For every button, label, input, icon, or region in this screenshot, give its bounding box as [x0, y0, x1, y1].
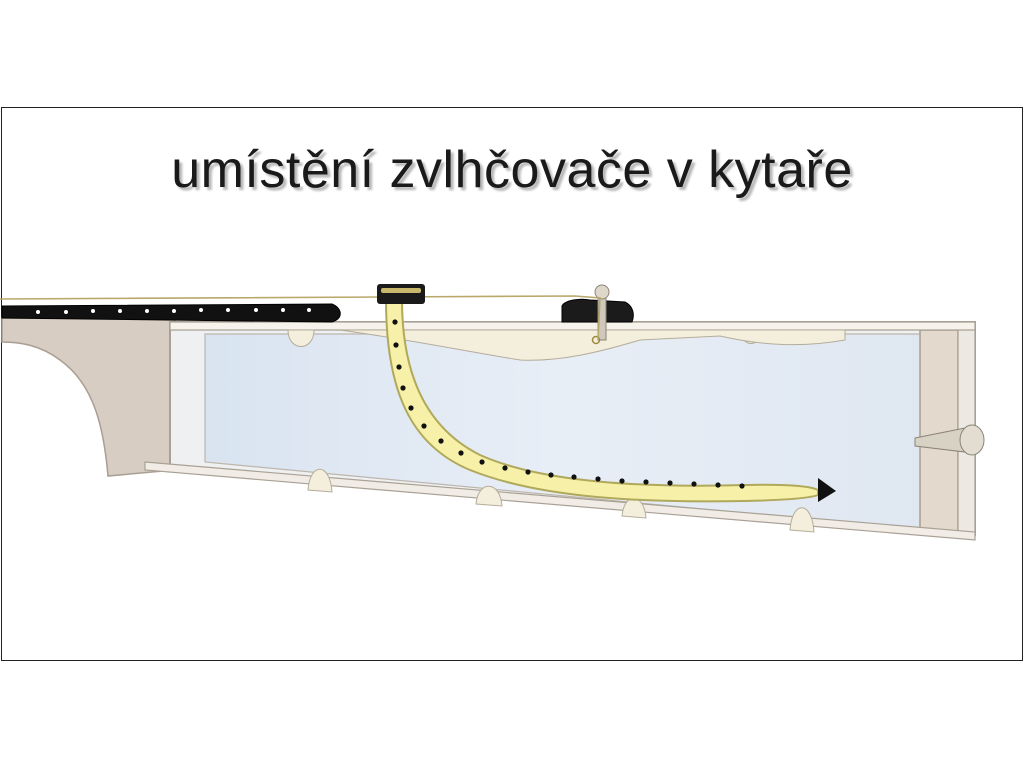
humidifier-hole	[739, 483, 745, 489]
fret-dot	[281, 308, 285, 312]
humidifier-hole	[619, 478, 625, 484]
humidifier-hole	[691, 481, 697, 487]
fret-dot	[226, 308, 230, 312]
guitar-string	[0, 295, 601, 341]
bridge-pin	[591, 284, 610, 345]
humidifier-hole	[393, 342, 399, 348]
humidifier-hole	[525, 469, 531, 475]
fret-dot	[172, 309, 176, 313]
soundboard	[169, 321, 976, 331]
fret-dot	[145, 309, 149, 313]
back-plate	[144, 461, 976, 541]
fret-dot	[64, 310, 68, 314]
humidifier-hole	[408, 405, 414, 411]
fret-markers	[36, 308, 311, 314]
fret-dot	[199, 308, 203, 312]
humidifier-hole	[479, 459, 485, 465]
fret-dot	[36, 310, 40, 314]
humidifier-hole	[548, 472, 554, 478]
humidifier-hole	[421, 423, 427, 429]
humidifier-hole	[715, 482, 721, 488]
end-pin	[914, 424, 985, 456]
humidifier-hole	[643, 479, 649, 485]
humidifier-hole	[502, 465, 508, 471]
humidifier-hole	[595, 476, 601, 482]
humidifier-hole	[400, 385, 406, 391]
fret-dot	[307, 308, 311, 312]
humidifier-tube	[384, 299, 819, 503]
back-brace	[475, 485, 503, 507]
back-brace	[789, 507, 815, 533]
fret-dot	[91, 309, 95, 313]
neck-heel	[1, 317, 176, 477]
humidifier-hole	[392, 319, 398, 325]
fret-dot	[118, 309, 122, 313]
humidifier-tip	[818, 478, 836, 502]
humidifier-hole	[667, 480, 673, 486]
humidifier-hole	[571, 474, 577, 480]
humidifier-holes	[392, 319, 745, 489]
humidifier-hole	[396, 364, 402, 370]
bridge-plate	[339, 329, 846, 361]
humidifier-hole	[438, 438, 444, 444]
slide-title: umístění zvlhčovače v kytaře	[171, 141, 853, 199]
humidifier-cap	[377, 284, 425, 304]
humidifier-hole	[458, 450, 464, 456]
top-brace	[287, 329, 315, 347]
fret-dot	[254, 308, 258, 312]
back-brace	[307, 468, 333, 493]
